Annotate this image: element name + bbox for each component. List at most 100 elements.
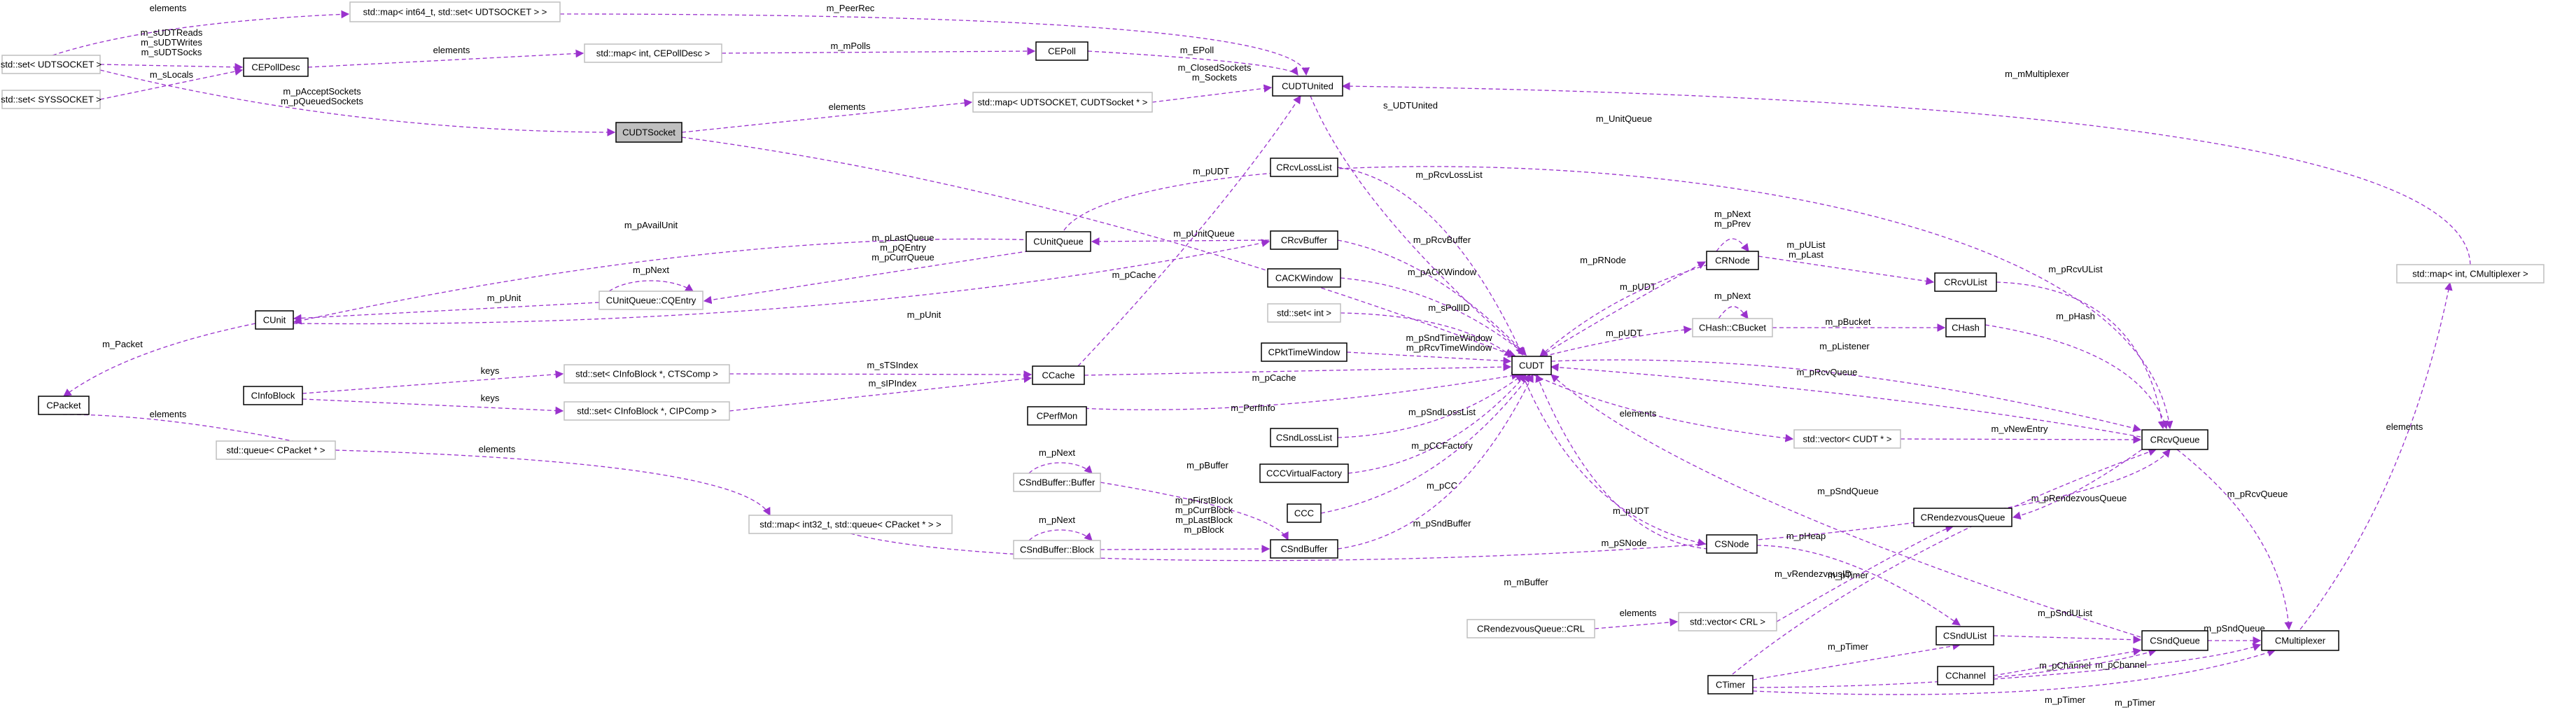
class-node-csndulist[interactable]: CSndUList bbox=[1935, 626, 1994, 645]
class-node-cunit[interactable]: CUnit bbox=[255, 310, 294, 330]
edge-label: elements bbox=[433, 45, 470, 55]
class-node-cunitqueue_cqentry[interactable]: CUnitQueue::CQEntry bbox=[598, 291, 704, 310]
edge-label: m_pSndQueue bbox=[1817, 486, 1878, 496]
class-node-crendezvousqueue_crl[interactable]: CRendezvousQueue::CRL bbox=[1466, 619, 1595, 638]
class-node-csndbuffer_buffer[interactable]: CSndBuffer::Buffer bbox=[1013, 473, 1101, 492]
edge-cudt-to-csnode: m_pUDT bbox=[1522, 374, 1707, 547]
edge-label: m_pChannel bbox=[2039, 660, 2091, 671]
class-node-csndbuffer[interactable]: CSndBuffer bbox=[1270, 539, 1338, 559]
edge-map_int32_queue-to-crcvqueue: m_mBuffer bbox=[850, 449, 2171, 587]
class-node-cpkttimewindow[interactable]: CPktTimeWindow bbox=[1261, 342, 1348, 362]
node-label: CRendezvousQueue bbox=[1921, 512, 2005, 522]
class-node-vector_cudt[interactable]: std::vector< CUDT * > bbox=[1793, 429, 1901, 449]
class-node-cinfoblock[interactable]: CInfoBlock bbox=[243, 386, 303, 405]
edge-csndbuffer-to-cudt: m_pSndBuffer bbox=[1337, 373, 1534, 550]
class-node-cudtunited[interactable]: CUDTUnited bbox=[1272, 76, 1343, 97]
edge-label: m_pNext bbox=[1039, 515, 1075, 525]
class-node-cpacket[interactable]: CPacket bbox=[38, 396, 90, 415]
class-node-map_udtsocket_cudtsocket[interactable]: std::map< UDTSOCKET, CUDTSocket * > bbox=[972, 92, 1153, 113]
class-node-cudtsocket[interactable]: CUDTSocket bbox=[615, 122, 682, 143]
class-node-csndlosslist[interactable]: CSndLossList bbox=[1270, 428, 1338, 447]
class-node-set_infoblock_ts[interactable]: std::set< CInfoBlock *, CTSComp > bbox=[564, 364, 730, 384]
class-node-set_syssocket[interactable]: std::set< SYSSOCKET > bbox=[1, 90, 102, 109]
class-node-crcvqueue[interactable]: CRcvQueue bbox=[2141, 429, 2208, 450]
class-node-cccvirtualfactory[interactable]: CCCVirtualFactory bbox=[1259, 463, 1349, 483]
class-node-set_int[interactable]: std::set< int > bbox=[1267, 303, 1341, 323]
class-node-crnode[interactable]: CRNode bbox=[1706, 251, 1759, 270]
edge-crendezvousqueue_crl-to-vector_crl: elements bbox=[1594, 608, 1679, 629]
edge-cackwindow-to-cudt: m_pACKWindow bbox=[1340, 267, 1527, 356]
edge-label: m_pListener bbox=[1819, 341, 1870, 351]
class-node-chash[interactable]: CHash bbox=[1945, 318, 1986, 337]
edge-crcvulist-to-crcvqueue: m_pRcvUList bbox=[1996, 264, 2166, 430]
edge-line bbox=[1550, 363, 2141, 438]
edge-ccache-to-cudt: m_pCache bbox=[1084, 363, 1512, 383]
edge-label: m_sPollID bbox=[1428, 302, 1469, 313]
edge-line bbox=[1718, 306, 1749, 319]
edge-line bbox=[1776, 524, 1954, 622]
edge-line bbox=[1152, 84, 1273, 103]
class-node-map_int64_set[interactable]: std::map< int64_t, std::set< UDTSOCKET >… bbox=[349, 1, 561, 22]
edge-line bbox=[1758, 256, 1935, 286]
edge-line bbox=[1337, 373, 1534, 550]
class-node-ccache[interactable]: CCache bbox=[1032, 365, 1085, 385]
node-box bbox=[243, 386, 303, 405]
node-box bbox=[1, 55, 101, 74]
class-node-crcvlosslist[interactable]: CRcvLossList bbox=[1270, 158, 1338, 177]
class-node-crcvulist[interactable]: CRcvUList bbox=[1934, 272, 1997, 292]
node-box bbox=[1937, 666, 1994, 685]
edge-label: m_pUDT bbox=[1193, 166, 1229, 176]
node-label: CSNode bbox=[1714, 538, 1749, 549]
class-node-set_udtsocket[interactable]: std::set< UDTSOCKET > bbox=[1, 55, 102, 74]
edge-line bbox=[1752, 641, 1961, 680]
edge-line bbox=[1346, 351, 1512, 365]
edge-label: s_UDTUnited bbox=[1383, 100, 1438, 111]
edge-line bbox=[1532, 374, 1794, 442]
class-node-csndbuffer_block[interactable]: CSndBuffer::Block bbox=[1013, 540, 1101, 559]
edge-csndbuffer_buffer-to-csndbuffer: m_pBuffer bbox=[1100, 460, 1289, 541]
class-node-cepoll[interactable]: CEPoll bbox=[1035, 41, 1088, 61]
edge-label: m_pRcvQueue bbox=[2227, 489, 2288, 499]
edge-crcvbuffer-to-cudt: m_pRcvBuffer bbox=[1337, 235, 1527, 356]
class-node-ccc[interactable]: CCC bbox=[1287, 503, 1322, 523]
node-label: CEPollDesc bbox=[251, 62, 300, 72]
edge-cchannel-to-csndqueue: m_pChannel bbox=[1993, 648, 2142, 676]
class-node-csnode[interactable]: CSNode bbox=[1706, 534, 1758, 554]
edge-csndbuffer_block-to-csndbuffer_block: m_pNext bbox=[1028, 515, 1093, 541]
class-node-vector_crl[interactable]: std::vector< CRL > bbox=[1678, 612, 1777, 631]
class-node-crcvbuffer[interactable]: CRcvBuffer bbox=[1270, 230, 1338, 250]
class-node-map_int_cepolldesc[interactable]: std::map< int, CEPollDesc > bbox=[584, 43, 722, 63]
class-node-map_int32_queue[interactable]: std::map< int32_t, std::queue< CPacket *… bbox=[748, 515, 953, 534]
edge-label: m_pSndQueue bbox=[2204, 623, 2264, 634]
class-node-set_infoblock_ip[interactable]: std::set< CInfoBlock *, CIPComp > bbox=[564, 401, 730, 421]
node-label: CUnit bbox=[263, 314, 286, 325]
class-node-ctimer[interactable]: CTimer bbox=[1707, 675, 1754, 694]
class-node-csndqueue[interactable]: CSndQueue bbox=[2141, 630, 2208, 651]
edge-label: m_Packet bbox=[102, 339, 143, 349]
class-node-cmultiplexer[interactable]: CMultiplexer bbox=[2261, 630, 2339, 651]
node-box bbox=[2141, 630, 2208, 651]
node-label: CRNode bbox=[1715, 255, 1750, 265]
edge-label: m_pTimer bbox=[1828, 641, 1869, 652]
edge-label: m_pSndLossList bbox=[1408, 407, 1476, 417]
edge-label: m_pBucket bbox=[1825, 316, 1870, 327]
class-node-queue_cpacket[interactable]: std::queue< CPacket * > bbox=[216, 440, 336, 460]
node-label: CPktTimeWindow bbox=[1268, 347, 1340, 357]
class-node-cackwindow[interactable]: CACKWindow bbox=[1267, 268, 1341, 288]
class-node-crendezvousqueue[interactable]: CRendezvousQueue bbox=[1913, 508, 2012, 527]
class-node-chash_cbucket[interactable]: CHash::CBucket bbox=[1692, 318, 1773, 337]
class-node-cperfmon[interactable]: CPerfMon bbox=[1027, 406, 1087, 426]
class-node-map_int_cmultiplexer[interactable]: std::map< int, CMultiplexer > bbox=[2396, 264, 2544, 284]
edge-label: m_pNext bbox=[633, 265, 669, 275]
class-node-cepolldesc[interactable]: CEPollDesc bbox=[243, 57, 309, 77]
node-box bbox=[1793, 429, 1901, 449]
edge-label: m_pHash bbox=[2056, 311, 2095, 321]
node-label: CSndQueue bbox=[2150, 635, 2200, 645]
class-node-cchannel[interactable]: CChannel bbox=[1937, 666, 1994, 685]
class-node-cudt[interactable]: CUDT bbox=[1511, 356, 1552, 375]
node-box bbox=[255, 310, 294, 330]
edge-chash-to-crcvqueue: m_pHash bbox=[1984, 311, 2169, 430]
class-node-cunitqueue[interactable]: CUnitQueue bbox=[1026, 231, 1091, 252]
